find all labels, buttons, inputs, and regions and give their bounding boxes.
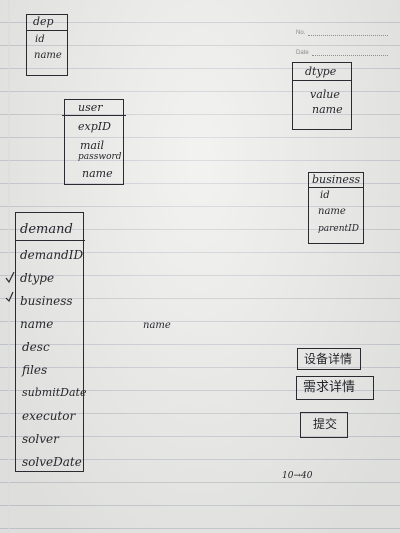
user-field-mail: mail	[80, 139, 105, 152]
business-field-parentid: parentID	[318, 224, 359, 234]
name-note: name	[143, 320, 171, 331]
user-title: user	[78, 101, 103, 114]
dtype-field-value: value	[310, 88, 340, 101]
demand-field-files: files	[22, 363, 48, 377]
demand-field-solvedate: solveDate	[22, 455, 82, 469]
business-field-id: id	[320, 190, 330, 201]
dtype-table	[292, 62, 352, 130]
demand-field-desc: desc	[22, 340, 50, 354]
range-note: 10→40	[282, 471, 313, 481]
demand-table	[15, 212, 84, 472]
user-table	[64, 99, 124, 185]
number-line	[308, 35, 388, 36]
checkmarks	[5, 271, 15, 303]
dep-field-id: id	[35, 34, 45, 45]
device-list-button[interactable]: 设备详情	[297, 348, 361, 370]
user-field-password: password	[78, 152, 122, 162]
user-field-expid: expID	[78, 120, 111, 133]
dep-field-name: name	[34, 50, 62, 61]
business-field-name: name	[318, 206, 346, 217]
user-header-divider	[62, 115, 126, 116]
demand-header-divider	[15, 240, 85, 241]
demand-field-submitdate: submitDate	[22, 386, 87, 399]
business-table	[308, 172, 364, 244]
submit-button[interactable]: 提交	[300, 412, 348, 438]
business-title: business	[312, 173, 361, 186]
demand-field-solver: solver	[22, 432, 59, 446]
demand-field-dtype: dtype	[20, 271, 55, 285]
business-header-divider	[308, 187, 364, 188]
user-field-name: name	[82, 167, 113, 180]
dtype-header-divider	[292, 80, 352, 81]
demand-field-demandid: demandID	[20, 248, 84, 262]
demand-field-executor: executor	[22, 409, 76, 423]
demand-field-name: name	[20, 317, 54, 331]
dep-table	[26, 14, 68, 76]
demand-detail-button[interactable]: 需求详情	[296, 376, 374, 400]
demand-field-business: business	[20, 294, 73, 308]
demand-title: demand	[20, 222, 73, 237]
dep-title: dep	[33, 15, 54, 28]
date-line	[312, 55, 388, 56]
number-label: No.	[296, 30, 306, 36]
date-label: Date	[296, 50, 309, 56]
dtype-field-name: name	[312, 103, 343, 116]
dep-header-divider	[26, 30, 68, 31]
submit-label: 提交	[313, 417, 338, 431]
demand-detail-label: 需求详情	[303, 380, 356, 395]
device-list-label: 设备详情	[304, 352, 353, 366]
dtype-title: dtype	[305, 65, 337, 78]
